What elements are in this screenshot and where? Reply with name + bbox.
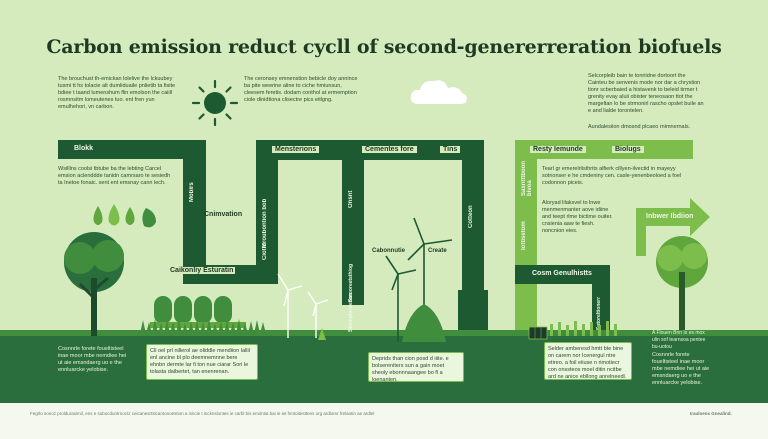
left-intro-text: The brouchust th-emickan lolelive the lc… bbox=[58, 76, 176, 110]
right-info-box: Selder amberesd hmtt bte bine on carem n… bbox=[544, 342, 632, 380]
page-title: Carbon emission reduct cycll of second-g… bbox=[46, 36, 722, 58]
cosm-label: Cosm Genulhistts bbox=[532, 270, 592, 277]
process-flow-pipes bbox=[0, 140, 768, 403]
cakonly-label: Caikonliy Esturatin bbox=[168, 267, 236, 274]
far-right-small-text: A Flouen Bnn Is es mox ulin sof tearnsoa… bbox=[652, 330, 706, 350]
vertical-label-6: Sasntttboon bivoa bbox=[521, 161, 533, 196]
mid-left-info-box: Cll oel prl nillerol ae oliddle mendiion… bbox=[146, 344, 258, 380]
blok-label: Blokk bbox=[74, 145, 94, 152]
far-right-text: Cosnnrle forete foueltisteel inae moor m… bbox=[652, 352, 710, 386]
pipe-v3 bbox=[342, 155, 364, 305]
footer-left-text: Fegrlo sonoz proldurasimil, ens e subocd… bbox=[30, 411, 375, 416]
blok-bar bbox=[58, 140, 206, 159]
pipe-v2 bbox=[256, 140, 278, 284]
vertical-label-8: Ciotic bbox=[262, 243, 268, 260]
vertical-label-5: Cotteon bbox=[468, 205, 474, 228]
leaf-icon bbox=[142, 208, 156, 228]
wind-turbine-icon-2 bbox=[385, 217, 453, 342]
plant-row bbox=[550, 321, 617, 336]
pipe-v5 bbox=[515, 140, 537, 340]
cabonnutie-label: Cabonnutie bbox=[372, 248, 405, 254]
vertical-label-1: Mobirs bbox=[189, 182, 195, 202]
inbwer-label: Inbwer Ibdiion bbox=[646, 213, 694, 220]
vertical-label-9: Sbemptorrtetion bbox=[348, 293, 354, 332]
vertical-label-7: Iottisetom bbox=[521, 221, 527, 250]
tree-icon bbox=[64, 232, 124, 336]
water-drop-icon bbox=[93, 204, 156, 228]
footer-right-text: Irauloens Gnealind. bbox=[690, 411, 732, 416]
right-sub-text: Aundalesiion dmosnd plcaeo rnimnernals. bbox=[588, 124, 691, 130]
pipe-v6 bbox=[592, 265, 610, 345]
right-text-2: Aloryad lilaksvel to lnwe menmenmanter a… bbox=[542, 200, 613, 234]
biolugs-label: Biolugs bbox=[612, 146, 644, 153]
cosm-bar bbox=[515, 265, 610, 284]
vertical-label-3: Onsnt bbox=[348, 190, 354, 208]
tree-icon-right bbox=[656, 236, 708, 330]
mensterions-label: Mensterions bbox=[272, 146, 320, 153]
create-label: Create bbox=[428, 248, 447, 254]
right-intro-text: Selcorpleib bain te tonriidne dortoort t… bbox=[588, 73, 704, 114]
right-text: Tearl gr emerelrlisthrits alfierk cillye… bbox=[542, 166, 682, 186]
bottom-left-text: Cosnnrle forete foueltisteel inae moor m… bbox=[58, 346, 127, 373]
center-info-box: Deprids than cion posd d iiite. e bolser… bbox=[368, 352, 464, 383]
resty-label: Resty Iemunde bbox=[530, 146, 586, 153]
cementes-label: Cementes fore bbox=[362, 146, 417, 153]
resty-bar bbox=[515, 140, 693, 159]
solar-panel-icon bbox=[528, 326, 548, 340]
wind-turbine-icon bbox=[277, 273, 329, 340]
cloud-icon bbox=[410, 80, 467, 104]
left-block-text: Wsilllns coolsi tbtube ba the lebting Ca… bbox=[58, 166, 171, 186]
cnimvation-label: Cnimvation bbox=[204, 211, 243, 218]
arrow-icon bbox=[640, 198, 710, 236]
sun-icon bbox=[191, 79, 239, 127]
pipe-v1 bbox=[183, 140, 206, 284]
footer: Fegrlo sonoz proldurasimil, ens e subocd… bbox=[0, 403, 768, 439]
center-intro-text: The ceronsey emnenstion bebicle doy anni… bbox=[244, 76, 358, 103]
grass-icon bbox=[140, 319, 266, 334]
tins-label: Tins bbox=[440, 146, 461, 153]
